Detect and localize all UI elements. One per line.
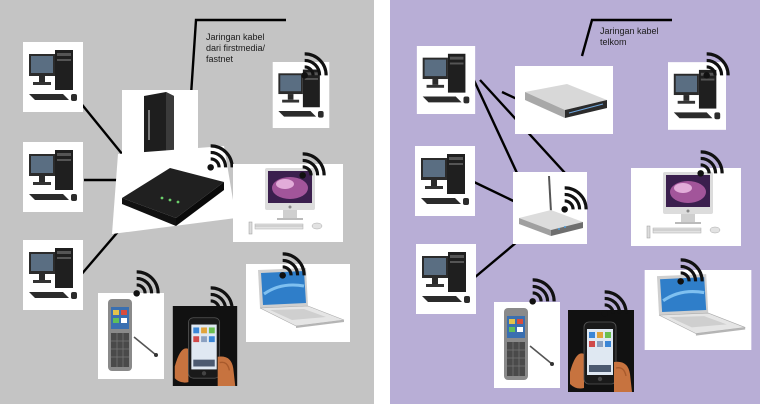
macbook: [644, 270, 752, 350]
desktop-pc-2: [415, 146, 475, 216]
imac: [232, 164, 344, 242]
adsl-modem: [514, 66, 614, 134]
smartphone: [568, 310, 634, 392]
desktop-pc-3: [416, 244, 476, 314]
left-panel: Jaringan kabel dari firstmedia/ fastnet: [0, 0, 374, 404]
smartphone: [172, 306, 238, 386]
desktop-pc-3: [23, 240, 83, 310]
desktop-pc-1: [416, 46, 476, 114]
access-point: [512, 172, 588, 244]
macbook: [246, 264, 350, 342]
left-cable-label: Jaringan kabel dari firstmedia/ fastnet: [206, 32, 268, 64]
desktop-pc-1: [23, 42, 83, 112]
desktop-pc-4: [668, 62, 726, 130]
desktop-pc-2: [23, 142, 83, 212]
mobile-phone: [98, 292, 164, 380]
mobile-phone: [494, 302, 560, 388]
imac: [630, 168, 742, 246]
right-cable-label: Jaringan kabel telkom: [600, 26, 661, 47]
right-panel: Jaringan kabel telkom: [390, 0, 760, 404]
